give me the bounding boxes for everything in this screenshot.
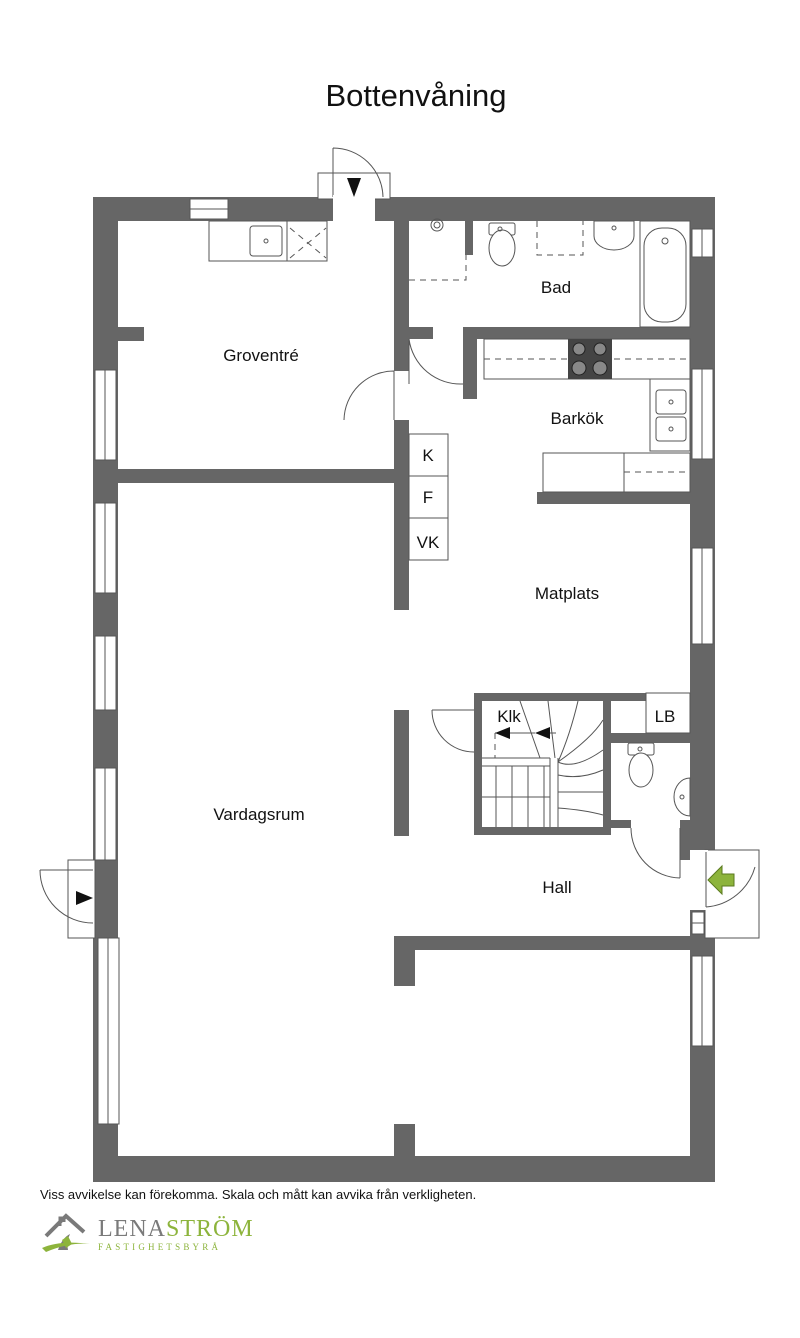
room-label-groventre: Groventré: [223, 346, 299, 365]
kitchen-sink-icon: [655, 389, 687, 442]
room-label-bad: Bad: [541, 278, 571, 297]
doors: [39, 147, 760, 939]
staircase: [482, 700, 604, 827]
wc-basin-icon: [673, 777, 691, 817]
windows: [94, 198, 714, 1125]
fixtures: [208, 218, 691, 827]
room-labels: Groventré Bad Barkök Matplats Vardagsrum…: [213, 278, 675, 897]
interior-walls: [93, 221, 690, 1156]
appliance-label-vk: VK: [417, 533, 440, 552]
bathtub-icon: [639, 220, 691, 328]
page-title: Bottenvåning: [325, 78, 507, 113]
appliance-label-f: F: [423, 488, 433, 507]
company-logo: LENASTRÖM FASTIGHETSBYRÅ: [40, 1210, 300, 1260]
toilet-icon: [488, 222, 516, 267]
room-label-vardagsrum: Vardagsrum: [213, 805, 304, 824]
logo-name-part2: STRÖM: [165, 1216, 254, 1242]
sink-icon: [249, 225, 283, 257]
entrance-arrow-icon: [707, 864, 735, 896]
logo-subtitle: FASTIGHETSBYRÅ: [98, 1242, 222, 1252]
house-logo-icon: [42, 1213, 90, 1252]
appliance-label-klk: Klk: [497, 707, 521, 726]
room-label-barkok: Barkök: [551, 409, 604, 428]
stove-icon: [568, 339, 612, 379]
appliance-label-k: K: [422, 446, 434, 465]
logo-name: LENASTRÖM: [98, 1216, 254, 1243]
room-label-matplats: Matplats: [535, 584, 599, 603]
wc-toilet-icon: [627, 742, 655, 788]
washbasin-icon: [593, 220, 635, 251]
shower-head-icon: [430, 218, 444, 232]
room-label-hall: Hall: [542, 878, 571, 897]
appliance-label-lb: LB: [655, 707, 676, 726]
disclaimer-text: Viss avvikelse kan förekomma. Skala och …: [40, 1187, 477, 1202]
logo-name-part1: LENA: [98, 1216, 166, 1242]
outer-walls: [93, 197, 715, 1182]
